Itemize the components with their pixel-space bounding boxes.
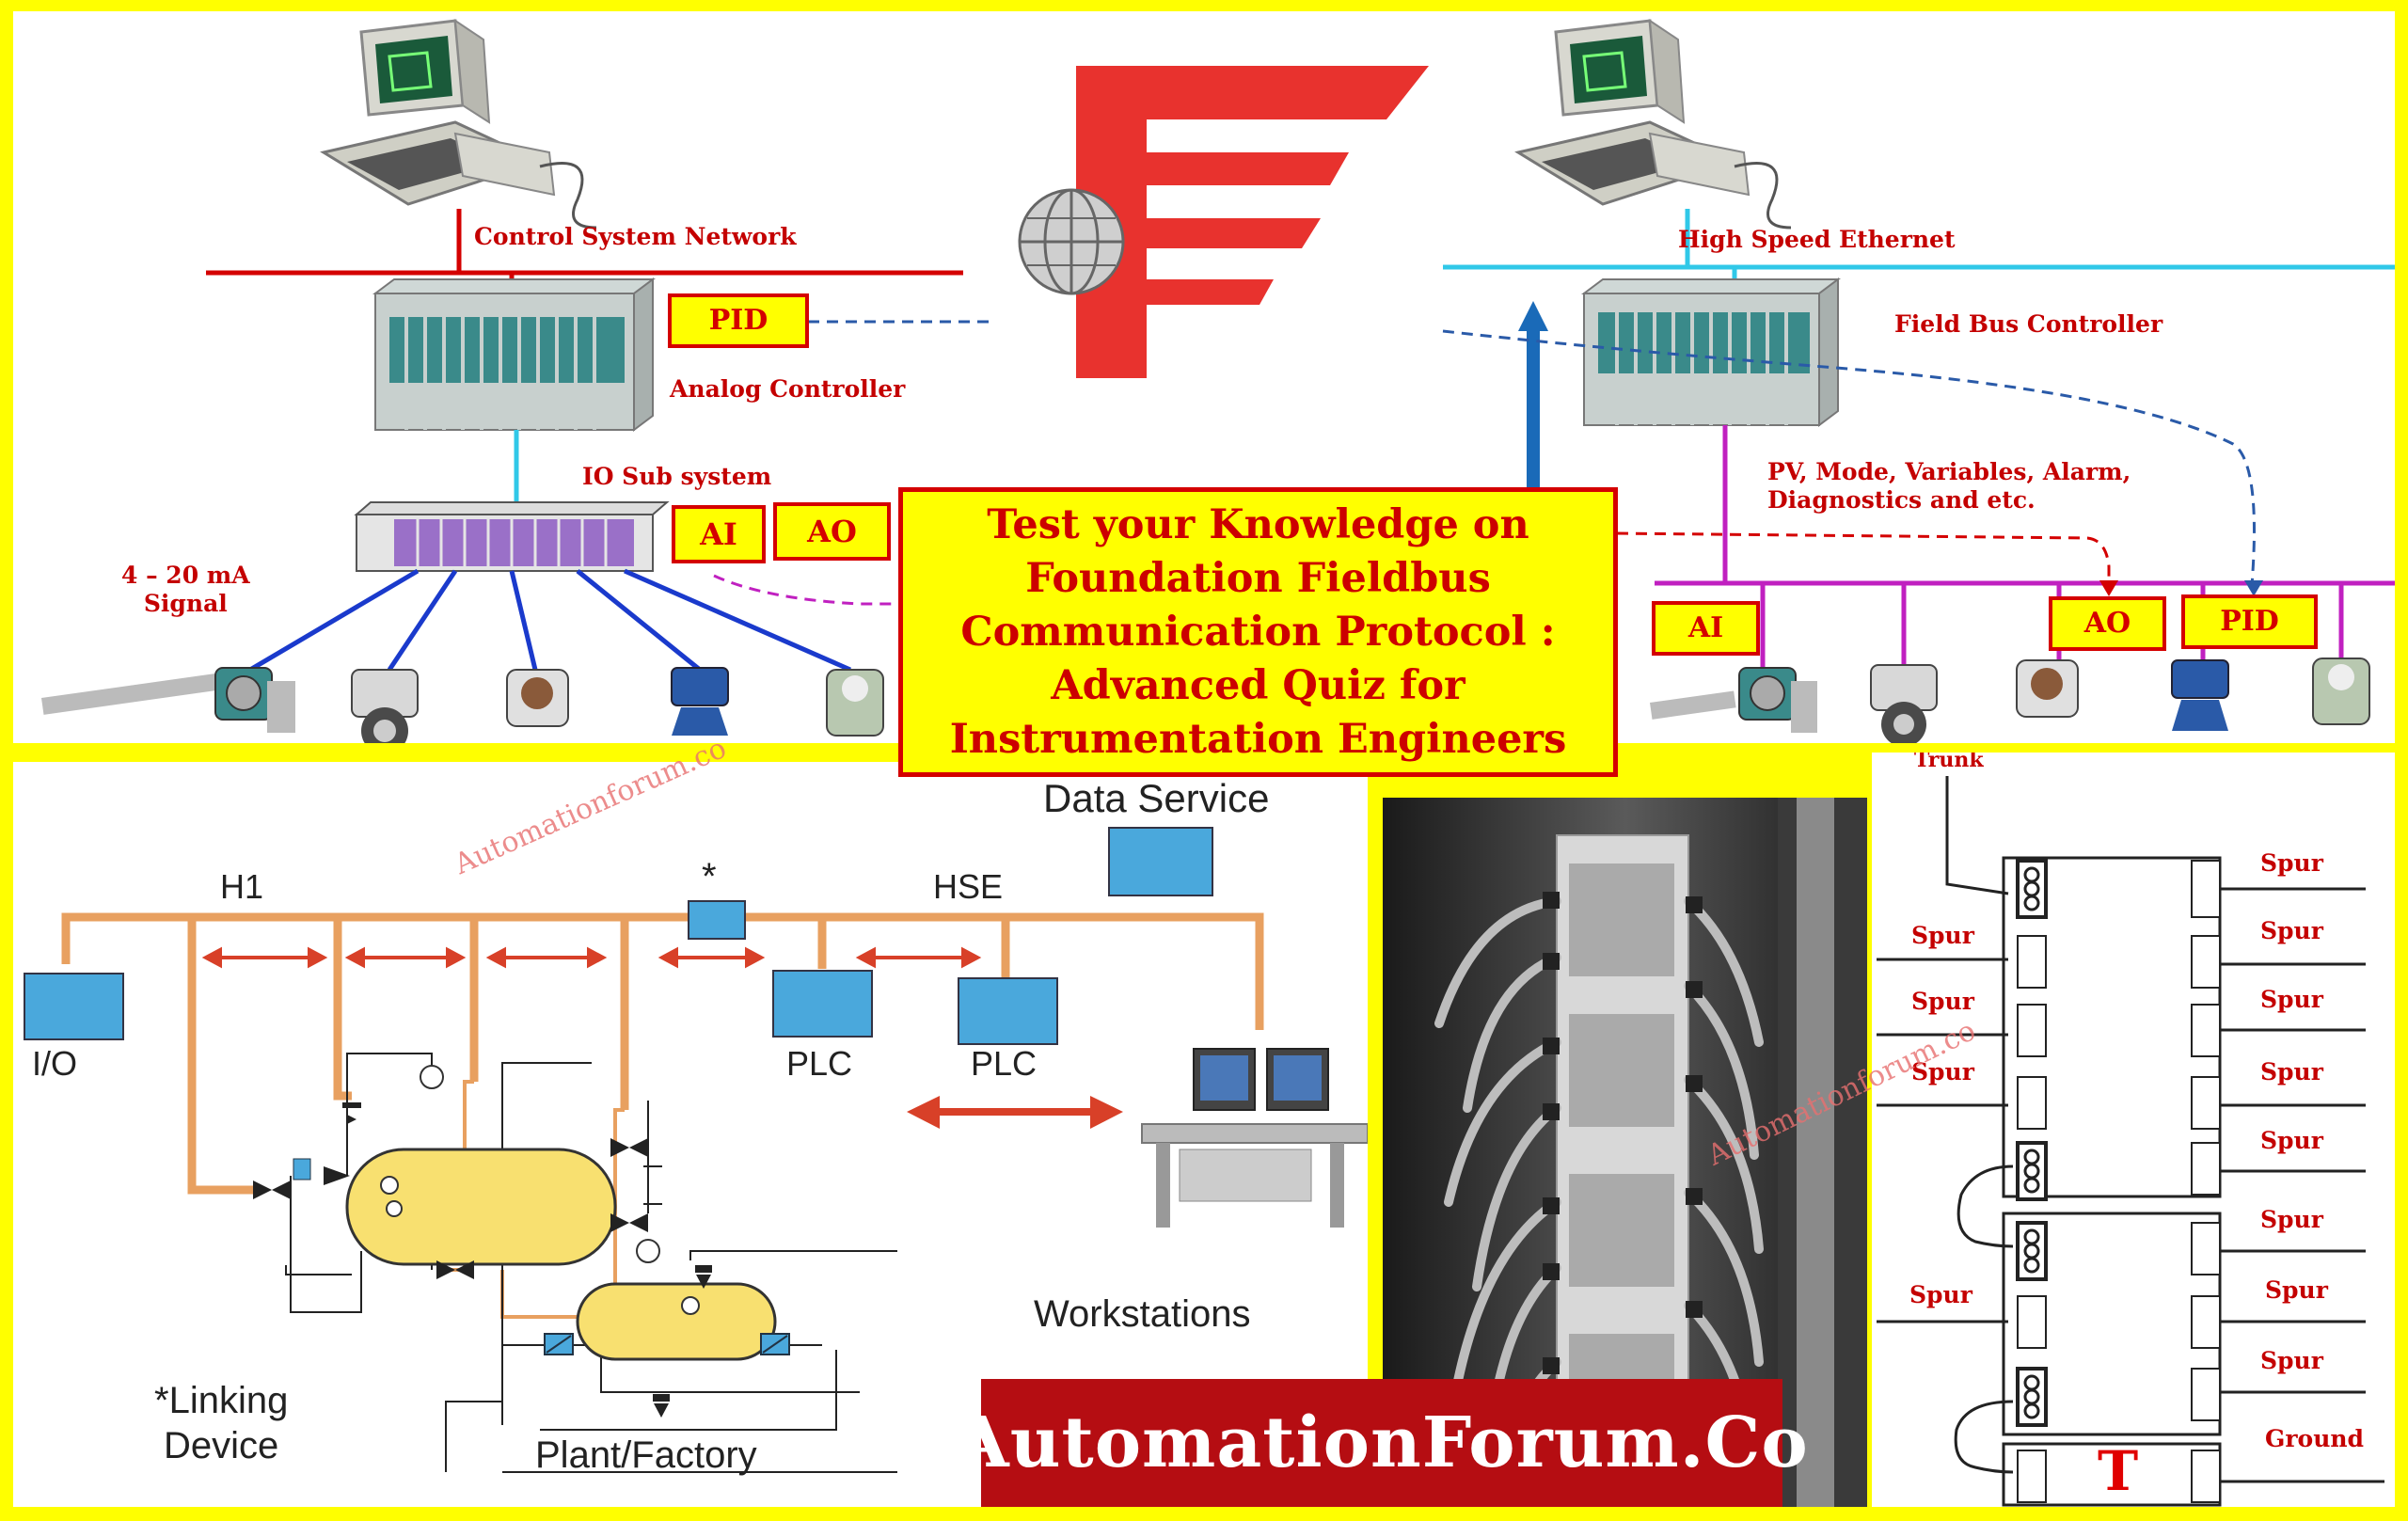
linking-device-box bbox=[688, 900, 746, 940]
pid-tag-right: PID bbox=[2181, 594, 2318, 649]
trunk-spur-diagram-panel: Trunk Spur Spur Spur Spur Spur Spur Spur… bbox=[1872, 753, 2395, 1507]
photo-illustration bbox=[1383, 798, 1867, 1507]
process-piping bbox=[285, 1053, 897, 1473]
plant-factory-label: Plant/Factory bbox=[535, 1434, 757, 1476]
h1-hse-diagram bbox=[24, 827, 1368, 1473]
terminator-label: T bbox=[2098, 1439, 2139, 1503]
data-service-box bbox=[1108, 827, 1213, 896]
ground-label: Ground bbox=[2265, 1425, 2365, 1452]
spur-left-4: Spur bbox=[1909, 1281, 1972, 1308]
page-title: Test your Knowledge on Foundation Fieldb… bbox=[949, 500, 1567, 763]
fieldbus-controller-rack bbox=[1581, 277, 1841, 427]
io-subsystem-label: IO Sub system bbox=[582, 463, 772, 490]
io-box bbox=[24, 973, 124, 1040]
plc-box-1 bbox=[772, 970, 873, 1038]
top-diagram bbox=[41, 19, 2395, 743]
trunk-label: Trunk bbox=[1914, 753, 1984, 772]
spur-right-1: Spur bbox=[2260, 849, 2323, 877]
plc-label-1: PLC bbox=[786, 1044, 853, 1083]
spur-right-5: Spur bbox=[2260, 1127, 2323, 1154]
high-speed-ethernet-label: High Speed Ethernet bbox=[1678, 226, 1956, 253]
spur-left-1: Spur bbox=[1911, 922, 1974, 949]
computer-icon-right bbox=[1514, 19, 1792, 230]
diagnostics-info-label: PV, Mode, Variables, Alarm, Diagnostics … bbox=[1767, 458, 2131, 514]
hse-label: HSE bbox=[933, 867, 1004, 906]
small-tank bbox=[576, 1282, 777, 1361]
spur-right-4: Spur bbox=[2260, 1058, 2323, 1085]
spur-right-7: Spur bbox=[2265, 1276, 2328, 1304]
spur-left-2: Spur bbox=[1911, 988, 1974, 1015]
signal-label: 4 – 20 mA Signal bbox=[121, 562, 250, 617]
ao-tag-right: AO bbox=[2049, 596, 2166, 651]
io-subsystem-rack bbox=[354, 501, 670, 572]
workstations-label: Workstations bbox=[1034, 1293, 1251, 1335]
control-network-label: Control System Network bbox=[474, 223, 797, 250]
trunk-spur-diagram bbox=[1877, 776, 2384, 1507]
field-devices-right bbox=[1650, 658, 2370, 743]
ai-tag-left: AI bbox=[672, 505, 766, 563]
spur-right-3: Spur bbox=[2260, 986, 2323, 1013]
terminal-blocks bbox=[2016, 859, 2221, 1503]
brand-banner: AutomationForum.Co bbox=[955, 1379, 1808, 1507]
main-tank bbox=[345, 1148, 617, 1266]
title-box: Test your Knowledge on Foundation Fieldb… bbox=[898, 487, 1618, 777]
fieldbus-logo bbox=[1018, 66, 1429, 378]
plc-box-2 bbox=[958, 977, 1058, 1045]
bus-direction-arrows bbox=[201, 946, 982, 969]
workstations-icon bbox=[1141, 1048, 1368, 1228]
data-service-label: Data Service bbox=[1043, 776, 1270, 820]
ai-tag-right: AI bbox=[1652, 601, 1760, 656]
pid-tag-left: PID bbox=[668, 293, 809, 348]
linking-star-label: * bbox=[702, 856, 717, 897]
brand-name: AutomationForum.Co bbox=[955, 1402, 1809, 1483]
fieldbus-controller-label: Field Bus Controller bbox=[1894, 310, 2163, 338]
spur-right-6: Spur bbox=[2260, 1206, 2323, 1233]
fieldbus-hardware-photo bbox=[1383, 798, 1867, 1507]
plc-label-2: PLC bbox=[971, 1044, 1038, 1083]
computer-icon-left bbox=[320, 19, 597, 230]
spur-left-3: Spur bbox=[1911, 1058, 1974, 1085]
top-panel: Control System Network Analog Controller… bbox=[13, 11, 2395, 743]
analog-controller-rack bbox=[372, 277, 656, 432]
h1-label: H1 bbox=[220, 867, 264, 906]
spur-right-2: Spur bbox=[2260, 917, 2323, 944]
linking-device-label: *Linking Device bbox=[154, 1380, 289, 1466]
field-devices-left bbox=[41, 667, 884, 743]
io-label: I/O bbox=[32, 1044, 78, 1083]
analog-controller-label: Analog Controller bbox=[670, 375, 906, 403]
spur-right-8: Spur bbox=[2260, 1347, 2323, 1374]
ao-tag-left: AO bbox=[773, 502, 891, 561]
